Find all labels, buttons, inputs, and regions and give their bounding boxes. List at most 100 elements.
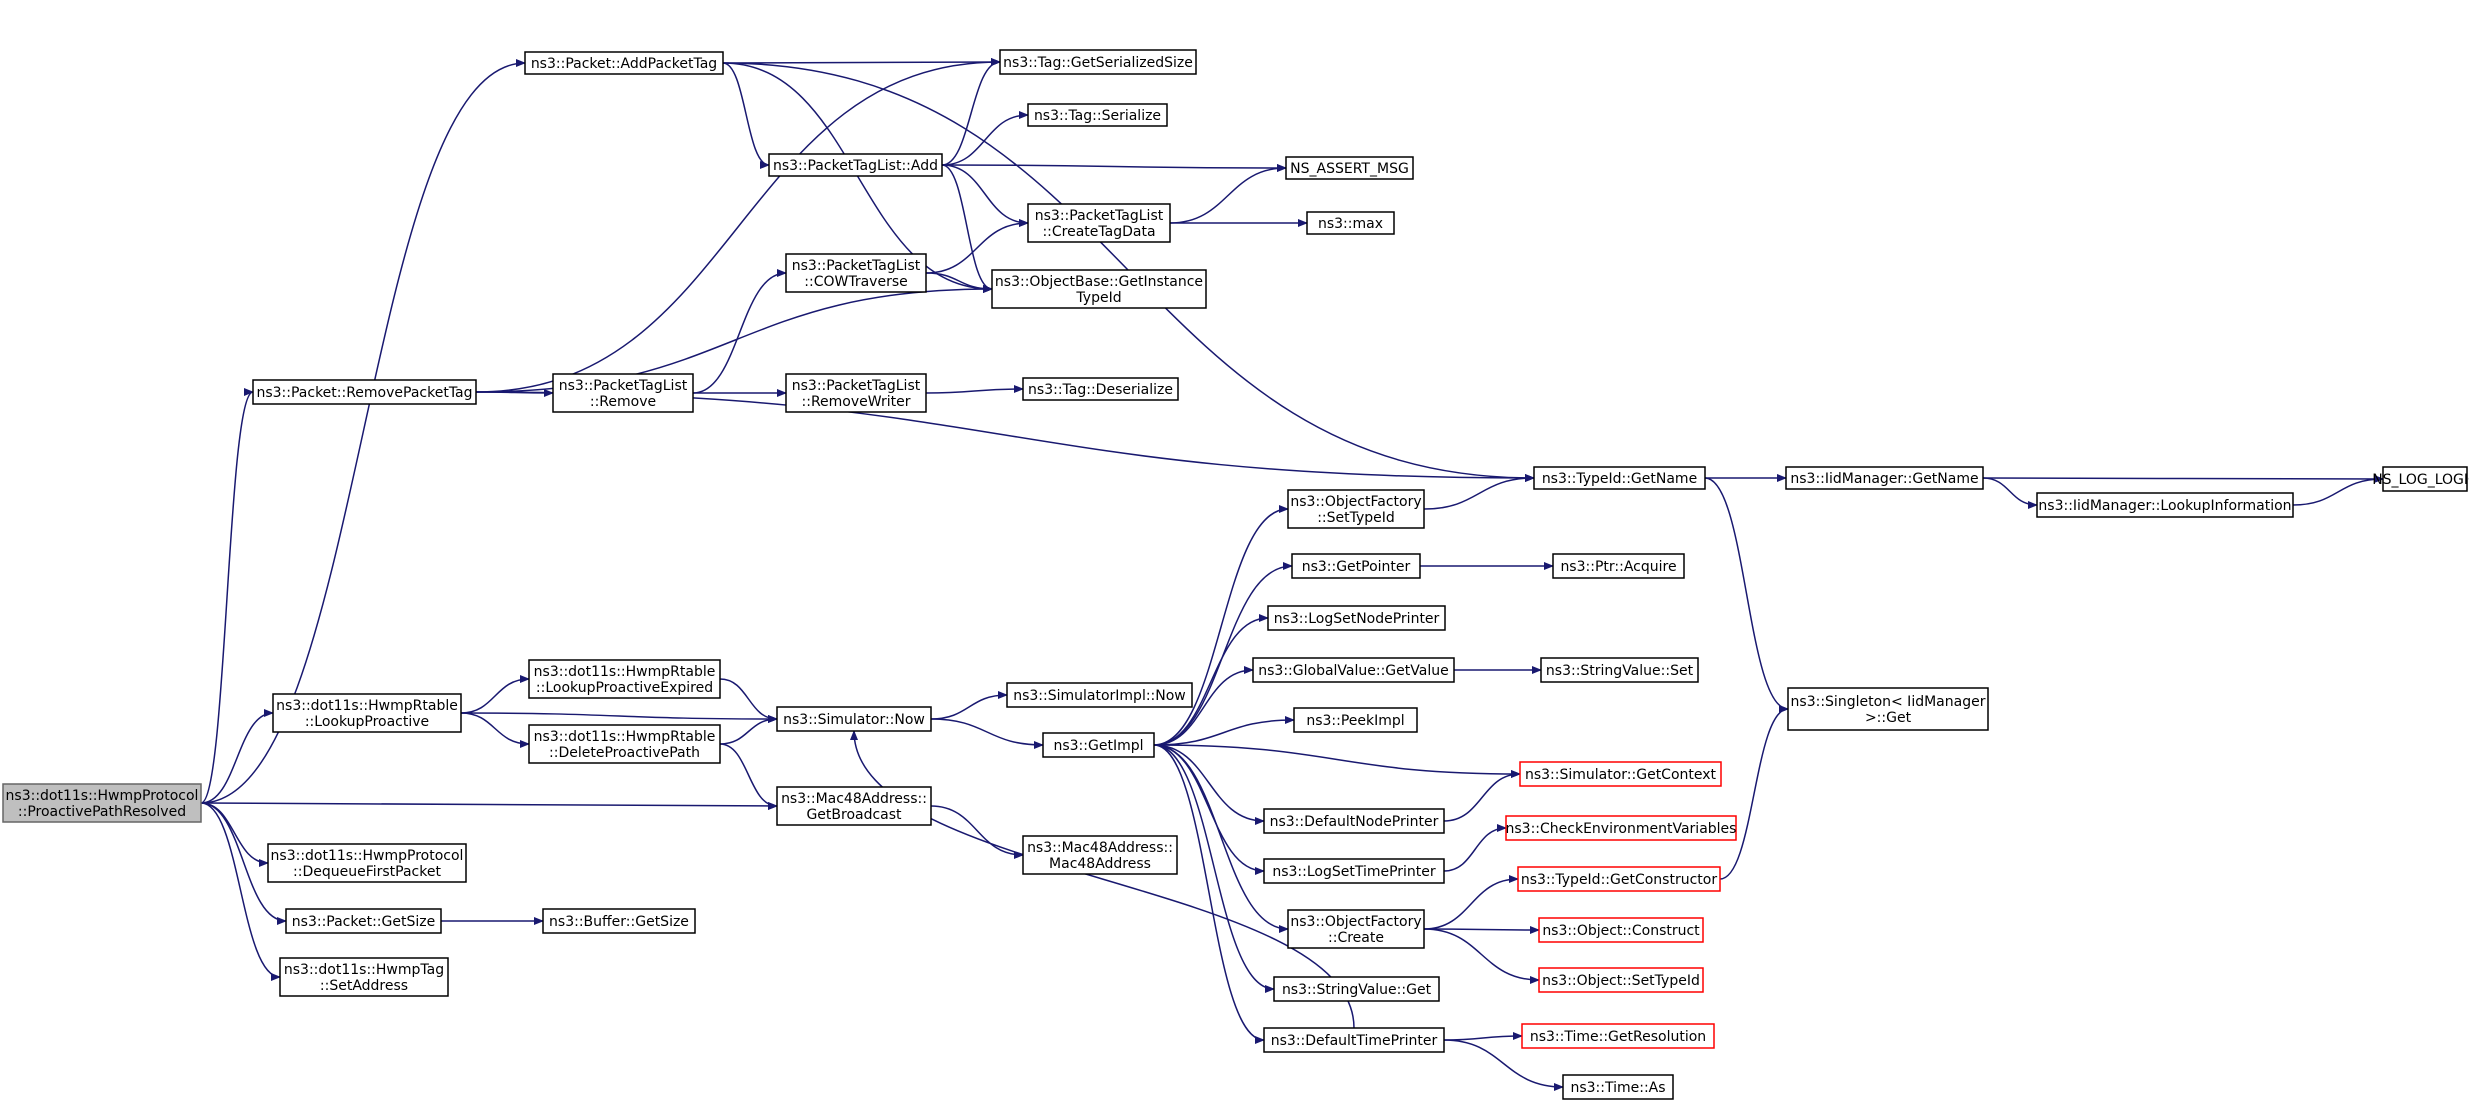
node-simulatorImplNow[interactable]: ns3::SimulatorImpl::Now: [1006, 682, 1193, 708]
node-logSetTimePrinter-box[interactable]: [1263, 858, 1445, 884]
node-tagDeserialize-box[interactable]: [1022, 377, 1179, 401]
node-nsLogLogic-box[interactable]: [2382, 466, 2468, 492]
node-stringValueSet[interactable]: ns3::StringValue::Set: [1540, 657, 1699, 683]
node-defaultTimePrinter[interactable]: ns3::DefaultTimePrinter: [1263, 1027, 1445, 1053]
node-objectSetTypeId[interactable]: ns3::Object::SetTypeId: [1538, 967, 1704, 993]
node-typeIdGetName-box[interactable]: [1533, 466, 1706, 490]
node-addPacketTag-box[interactable]: [524, 51, 724, 75]
node-removeWriter-box[interactable]: [785, 373, 927, 413]
node-removePacketTag[interactable]: ns3::Packet::RemovePacketTag: [252, 379, 477, 405]
node-packetGetSize[interactable]: ns3::Packet::GetSize: [285, 908, 442, 934]
node-nsMax[interactable]: ns3::max: [1306, 211, 1395, 235]
node-globalValueGetValue[interactable]: ns3::GlobalValue::GetValue: [1252, 657, 1455, 683]
node-tagGetSerializedSize[interactable]: ns3::Tag::GetSerializedSize: [999, 49, 1197, 75]
node-hwmpTagSetAddress[interactable]: ns3::dot11s::HwmpTag::SetAddress: [279, 957, 449, 997]
node-getBroadcast-box[interactable]: [776, 786, 932, 826]
node-logSetTimePrinter[interactable]: ns3::LogSetTimePrinter: [1263, 858, 1445, 884]
node-simulatorImplNow-box[interactable]: [1006, 682, 1193, 708]
node-simulatorGetContext-box[interactable]: [1519, 761, 1722, 787]
node-ptrAcquire-box[interactable]: [1552, 553, 1685, 579]
node-packetTagListRemove-box[interactable]: [552, 373, 694, 413]
node-packetTagListAdd-box[interactable]: [768, 153, 943, 177]
node-simulatorNow[interactable]: ns3::Simulator::Now: [776, 706, 932, 732]
node-hwmpTagSetAddress-box[interactable]: [279, 957, 449, 997]
node-objFactorySetTypeId-box[interactable]: [1287, 489, 1425, 529]
node-dequeueFirstPacket[interactable]: ns3::dot11s::HwmpProtocol::DequeueFirstP…: [267, 843, 467, 883]
node-cowTraverse-box[interactable]: [785, 253, 927, 293]
node-nsAssertMsg[interactable]: NS_ASSERT_MSG: [1285, 156, 1414, 180]
node-tagSerialize[interactable]: ns3::Tag::Serialize: [1027, 103, 1168, 127]
node-defaultTimePrinter-box[interactable]: [1263, 1027, 1445, 1053]
node-getPointer-box[interactable]: [1291, 553, 1421, 579]
node-lookupProactiveExpired[interactable]: ns3::dot11s::HwmpRtable::LookupProactive…: [528, 659, 721, 699]
node-timeAs-box[interactable]: [1562, 1074, 1674, 1100]
node-objectSetTypeId-box[interactable]: [1538, 967, 1704, 993]
node-tagGetSerializedSize-box[interactable]: [999, 49, 1197, 75]
node-typeIdGetConstructor[interactable]: ns3::TypeId::GetConstructor: [1517, 866, 1721, 892]
node-deleteProactivePath-box[interactable]: [528, 724, 721, 764]
node-mac48Address[interactable]: ns3::Mac48Address::Mac48Address: [1022, 835, 1178, 875]
node-objFactorySetTypeId[interactable]: ns3::ObjectFactory::SetTypeId: [1287, 489, 1425, 529]
node-objectConstruct[interactable]: ns3::Object::Construct: [1538, 917, 1704, 943]
node-singletonGet-box[interactable]: [1787, 687, 1989, 731]
node-timeGetResolution[interactable]: ns3::Time::GetResolution: [1521, 1023, 1715, 1049]
node-cowTraverse[interactable]: ns3::PacketTagList::COWTraverse: [785, 253, 927, 293]
node-createTagData[interactable]: ns3::PacketTagList::CreateTagData: [1027, 203, 1171, 243]
node-nsAssertMsg-box[interactable]: [1285, 156, 1414, 180]
node-tagSerialize-box[interactable]: [1027, 103, 1168, 127]
node-iidGetName[interactable]: ns3::IidManager::GetName: [1785, 466, 1984, 490]
node-typeIdGetName[interactable]: ns3::TypeId::GetName: [1533, 466, 1706, 490]
node-objFactoryCreate[interactable]: ns3::ObjectFactory::Create: [1287, 909, 1425, 949]
node-objectConstruct-box[interactable]: [1538, 917, 1704, 943]
node-logSetNodePrinter[interactable]: ns3::LogSetNodePrinter: [1267, 605, 1446, 631]
node-simulatorGetContext[interactable]: ns3::Simulator::GetContext: [1519, 761, 1722, 787]
node-packetTagListRemove[interactable]: ns3::PacketTagList::Remove: [552, 373, 694, 413]
node-globalValueGetValue-box[interactable]: [1252, 657, 1455, 683]
node-singletonGet[interactable]: ns3::Singleton< IidManager>::Get: [1787, 687, 1989, 731]
node-iidLookupInfo[interactable]: ns3::IidManager::LookupInformation: [2036, 492, 2294, 518]
node-bufferGetSize[interactable]: ns3::Buffer::GetSize: [542, 908, 696, 934]
node-iidGetName-box[interactable]: [1785, 466, 1984, 490]
node-lookupProactiveExpired-box[interactable]: [528, 659, 721, 699]
node-stringValueSet-box[interactable]: [1540, 657, 1699, 683]
node-getPointer[interactable]: ns3::GetPointer: [1291, 553, 1421, 579]
node-removePacketTag-box[interactable]: [252, 379, 477, 405]
node-createTagData-box[interactable]: [1027, 203, 1171, 243]
node-getImpl-box[interactable]: [1042, 732, 1155, 758]
node-defaultNodePrinter[interactable]: ns3::DefaultNodePrinter: [1263, 808, 1445, 834]
node-tagDeserialize[interactable]: ns3::Tag::Deserialize: [1022, 377, 1179, 401]
node-packetGetSize-box[interactable]: [285, 908, 442, 934]
node-nsLogLogic[interactable]: NS_LOG_LOGIC: [2372, 466, 2469, 492]
node-lookupProactive-box[interactable]: [272, 693, 462, 733]
node-packetTagListAdd[interactable]: ns3::PacketTagList::Add: [768, 153, 943, 177]
node-peekImpl[interactable]: ns3::PeekImpl: [1293, 707, 1418, 733]
node-simulatorNow-box[interactable]: [776, 706, 932, 732]
node-mac48Address-box[interactable]: [1022, 835, 1178, 875]
node-stringValueGet[interactable]: ns3::StringValue::Get: [1273, 976, 1440, 1002]
node-nsMax-box[interactable]: [1306, 211, 1395, 235]
node-iidLookupInfo-box[interactable]: [2036, 492, 2294, 518]
node-root[interactable]: ns3::dot11s::HwmpProtocol::ProactivePath…: [2, 783, 202, 823]
node-objFactoryCreate-box[interactable]: [1287, 909, 1425, 949]
node-checkEnvVars-box[interactable]: [1505, 815, 1737, 841]
node-addPacketTag[interactable]: ns3::Packet::AddPacketTag: [524, 51, 724, 75]
node-timeAs[interactable]: ns3::Time::As: [1562, 1074, 1674, 1100]
node-peekImpl-box[interactable]: [1293, 707, 1418, 733]
node-lookupProactive[interactable]: ns3::dot11s::HwmpRtable::LookupProactive: [272, 693, 462, 733]
node-dequeueFirstPacket-box[interactable]: [267, 843, 467, 883]
node-root-box[interactable]: [2, 783, 202, 823]
node-typeIdGetConstructor-box[interactable]: [1517, 866, 1721, 892]
node-defaultNodePrinter-box[interactable]: [1263, 808, 1445, 834]
node-getImpl[interactable]: ns3::GetImpl: [1042, 732, 1155, 758]
node-removeWriter[interactable]: ns3::PacketTagList::RemoveWriter: [785, 373, 927, 413]
node-checkEnvVars[interactable]: ns3::CheckEnvironmentVariables: [1505, 815, 1737, 841]
node-getInstanceTypeId-box[interactable]: [991, 269, 1207, 309]
node-logSetNodePrinter-box[interactable]: [1267, 605, 1446, 631]
node-timeGetResolution-box[interactable]: [1521, 1023, 1715, 1049]
node-getBroadcast[interactable]: ns3::Mac48Address::GetBroadcast: [776, 786, 932, 826]
node-stringValueGet-box[interactable]: [1273, 976, 1440, 1002]
node-ptrAcquire[interactable]: ns3::Ptr::Acquire: [1552, 553, 1685, 579]
node-deleteProactivePath[interactable]: ns3::dot11s::HwmpRtable::DeleteProactive…: [528, 724, 721, 764]
node-bufferGetSize-box[interactable]: [542, 908, 696, 934]
